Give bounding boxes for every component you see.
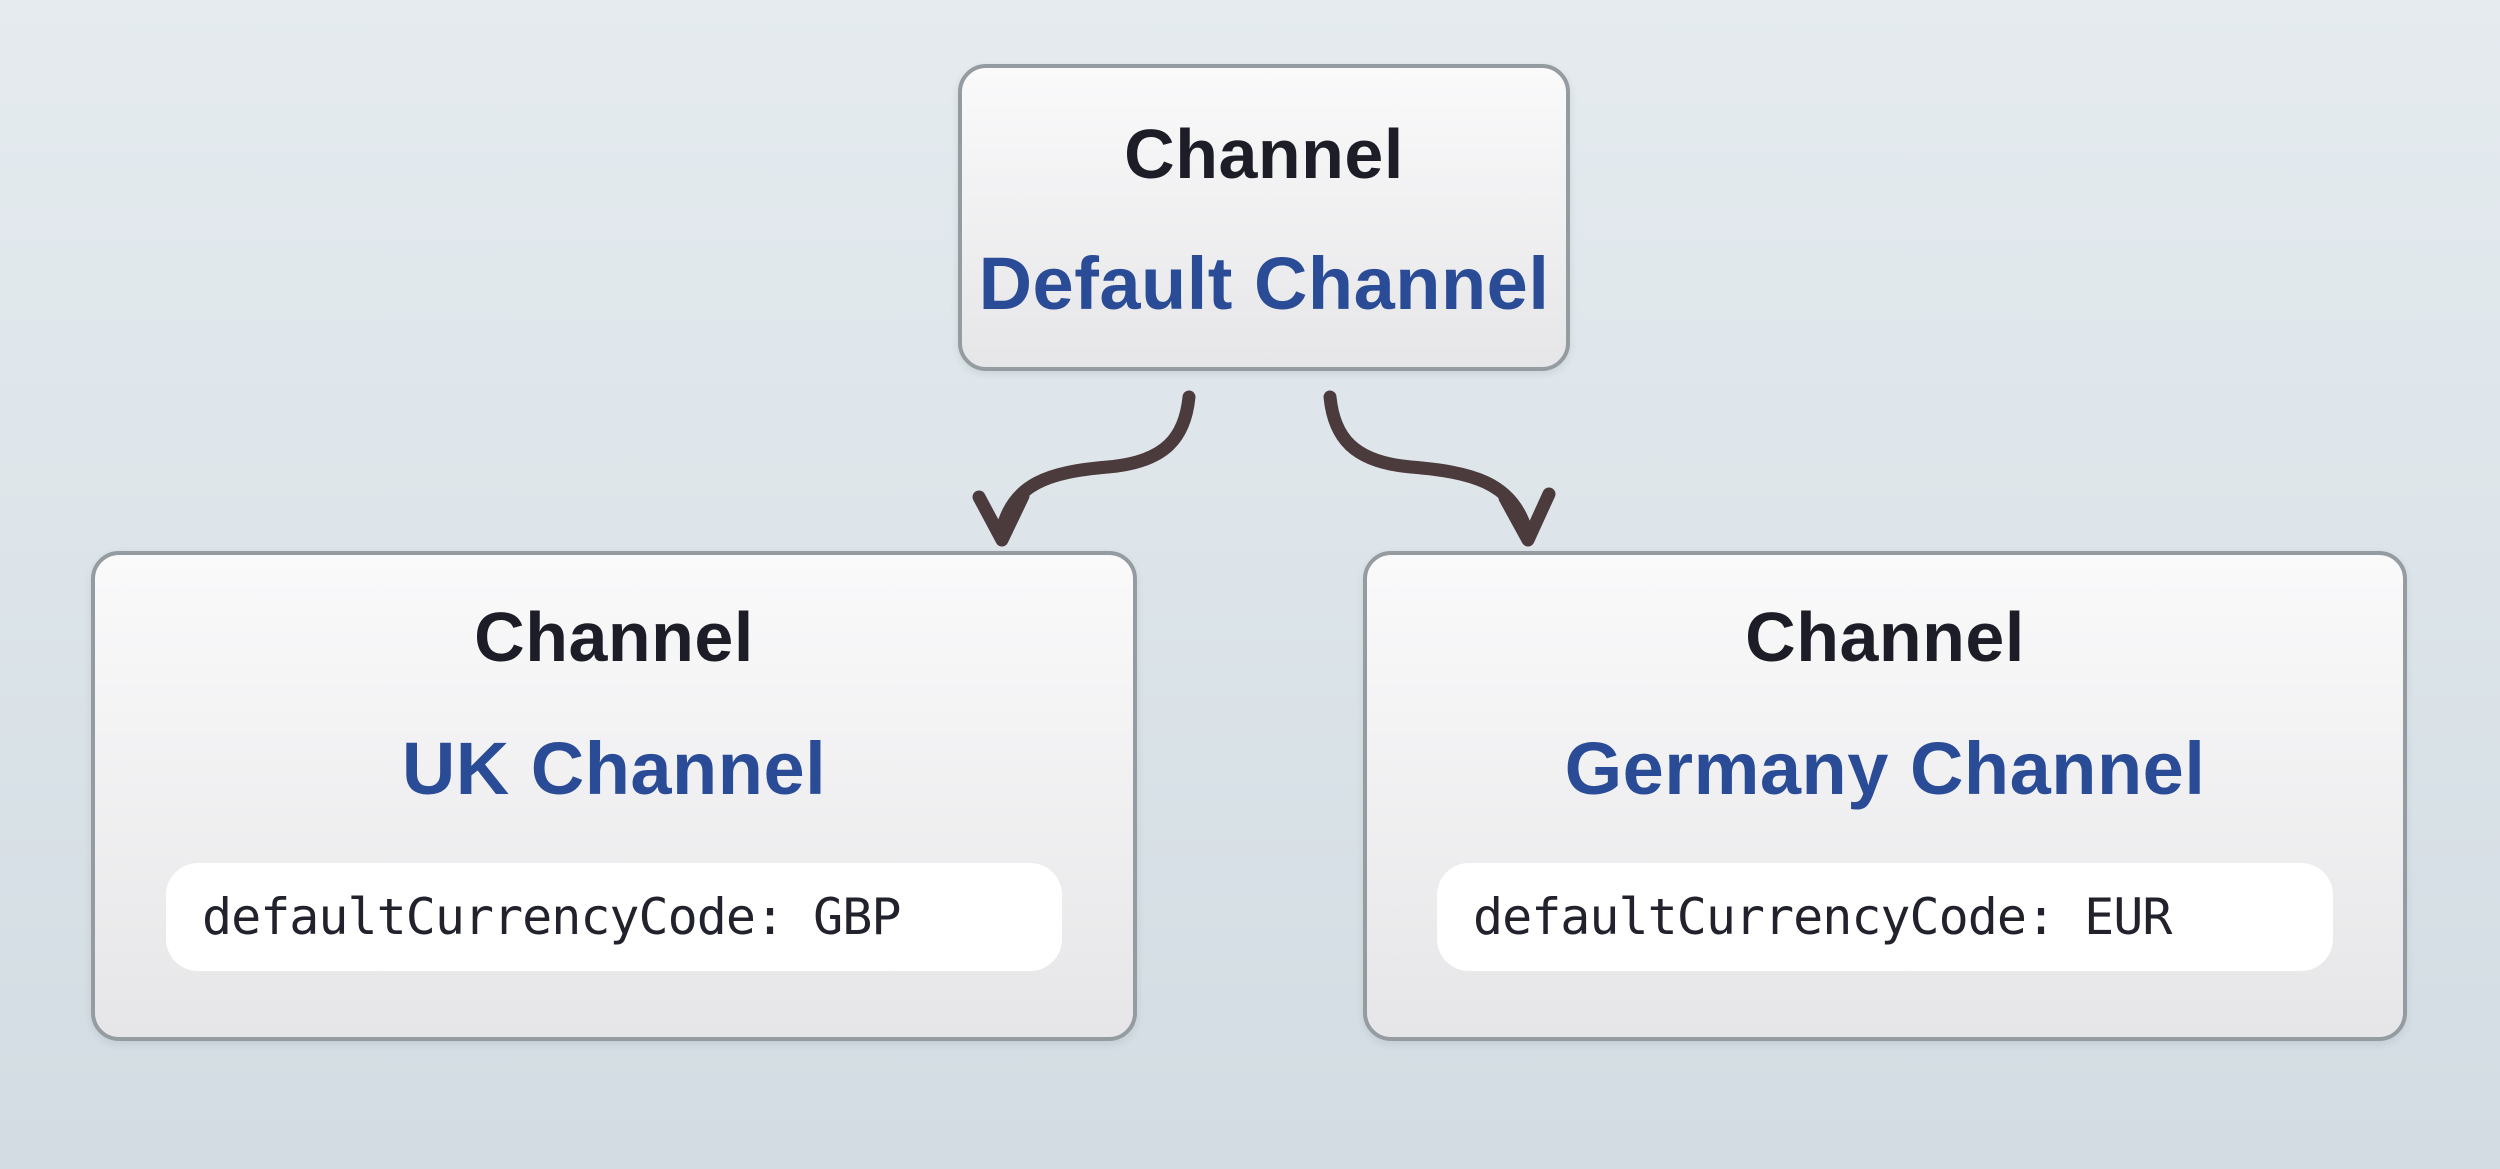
node-uk-channel: Channel UK Channel defaultCurrencyCode: … (91, 551, 1137, 1041)
arrow-default-to-uk (972, 390, 1196, 547)
currency-code-pill: defaultCurrencyCode: EUR (1437, 863, 2333, 971)
node-type-label: Channel (1124, 115, 1404, 193)
node-title: Default Channel (978, 242, 1550, 325)
currency-code-value: defaultCurrencyCode: GBP (202, 888, 901, 946)
currency-code-value: defaultCurrencyCode: EUR (1473, 888, 2172, 946)
node-default-channel: Channel Default Channel (958, 64, 1570, 371)
node-title: UK Channel (401, 727, 827, 810)
node-type-label: Channel (474, 598, 754, 676)
node-germany-channel: Channel Germany Channel defaultCurrencyC… (1363, 551, 2407, 1041)
node-title: Germany Channel (1564, 727, 2206, 810)
currency-code-pill: defaultCurrencyCode: GBP (166, 863, 1062, 971)
arrow-default-to-germany (1323, 390, 1556, 547)
node-type-label: Channel (1745, 598, 2025, 676)
